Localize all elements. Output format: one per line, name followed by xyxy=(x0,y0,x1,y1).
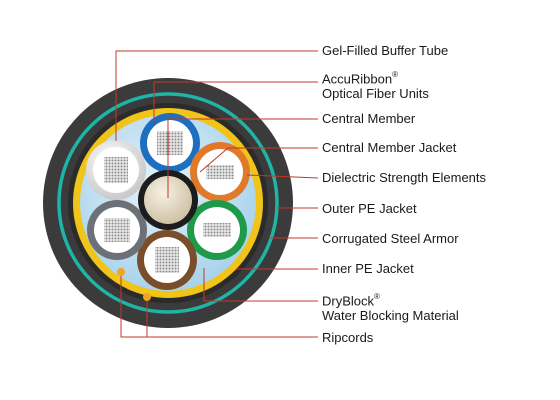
fiber-unit-orange xyxy=(190,142,250,202)
leader-dryblock xyxy=(203,268,318,302)
central-member xyxy=(144,176,192,224)
label-inner-pe-jacket: Inner PE Jacket xyxy=(322,261,414,276)
leader-lines xyxy=(115,50,319,338)
dryblock-subtitle: Water Blocking Material xyxy=(322,308,459,324)
leader-central-member xyxy=(167,118,318,198)
leader-accuribbon xyxy=(153,81,318,124)
fiber-unit-white xyxy=(86,140,146,200)
label-dielectric-strength-elements: Dielectric Strength Elements xyxy=(322,170,487,185)
label-central-member: Central Member xyxy=(322,111,416,126)
dryblock-registered-mark: ® xyxy=(374,292,380,301)
dryblock-name: DryBlock xyxy=(322,293,375,309)
label-central-member-jacket: Central Member Jacket xyxy=(322,140,457,155)
leader-dielectric-strength xyxy=(246,174,319,179)
leader-ripcords xyxy=(120,276,318,338)
ripcord-right xyxy=(143,293,151,301)
accuribbon-registered-mark: ® xyxy=(392,70,399,79)
corrugated-steel-armor-ring xyxy=(57,92,279,314)
leader-gel-filled-buffer-tube xyxy=(115,50,318,141)
label-dryblock: DryBlock® Water Blocking Material xyxy=(322,290,459,323)
label-ripcords: Ripcords xyxy=(322,330,374,345)
fiber-unit-slate xyxy=(87,200,147,260)
fiber-unit-brown xyxy=(137,230,197,290)
leader-central-member-jacket xyxy=(199,147,318,173)
label-gel-filled-buffer-tube: Gel-Filled Buffer Tube xyxy=(322,43,449,58)
accuribbon-subtitle: Optical Fiber Units xyxy=(322,86,429,102)
fiber-unit-blue xyxy=(140,113,200,173)
label-accuribbon: AccuRibbon® Optical Fiber Units xyxy=(322,68,429,101)
label-outer-pe-jacket: Outer PE Jacket xyxy=(322,201,417,216)
label-corrugated-steel-armor: Corrugated Steel Armor xyxy=(322,231,459,246)
fiber-unit-green xyxy=(187,200,247,260)
accuribbon-name: AccuRibbon xyxy=(322,71,393,87)
ripcord-left xyxy=(117,268,125,276)
